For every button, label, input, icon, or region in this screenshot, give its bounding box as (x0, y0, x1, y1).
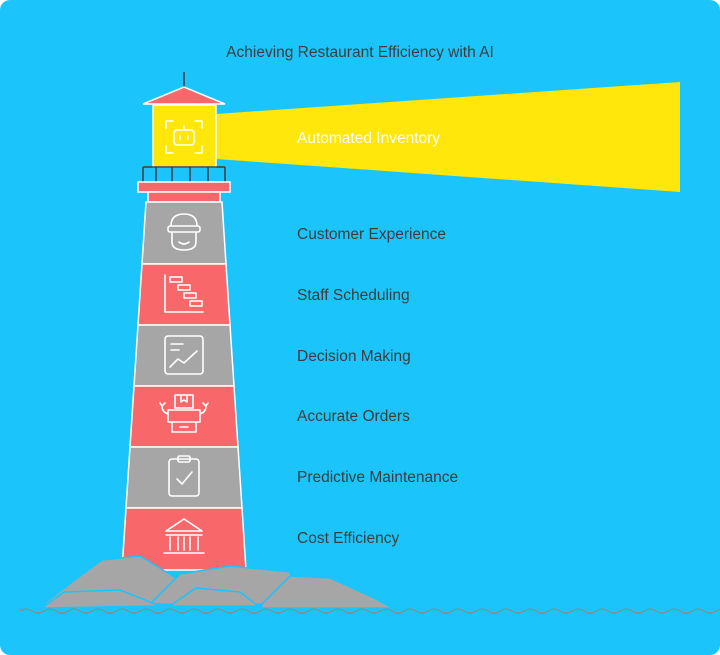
lighthouse-roof (142, 86, 226, 105)
trend-chart-icon (164, 335, 204, 375)
label-decision-making: Decision Making (297, 348, 411, 365)
water-line (19, 608, 720, 614)
light-beam (216, 82, 680, 192)
band-decision-making (133, 324, 235, 387)
diagram-title: Achieving Restaurant Efficiency with AI (226, 44, 494, 61)
rocks (39, 555, 395, 609)
order-robot-icon (159, 394, 209, 433)
label-predictive-maintenance: Predictive Maintenance (297, 469, 458, 486)
robot-icon (165, 120, 203, 154)
bank-icon (163, 518, 205, 554)
gallery-deck (137, 181, 231, 193)
clipboard-check-icon (168, 455, 200, 497)
gantt-chart-icon (164, 274, 204, 313)
label-cost-efficiency: Cost Efficiency (297, 530, 399, 547)
waiter-face-icon (167, 213, 201, 251)
label-staff-scheduling: Staff Scheduling (297, 287, 410, 304)
band-customer-experience (141, 201, 227, 265)
label-accurate-orders: Accurate Orders (297, 408, 410, 425)
deck-cap (147, 191, 221, 203)
label-customer-experience: Customer Experience (297, 226, 446, 243)
gallery-railing (142, 166, 226, 182)
lantern-room (152, 104, 217, 168)
beam-label: Automated Inventory (297, 130, 440, 147)
